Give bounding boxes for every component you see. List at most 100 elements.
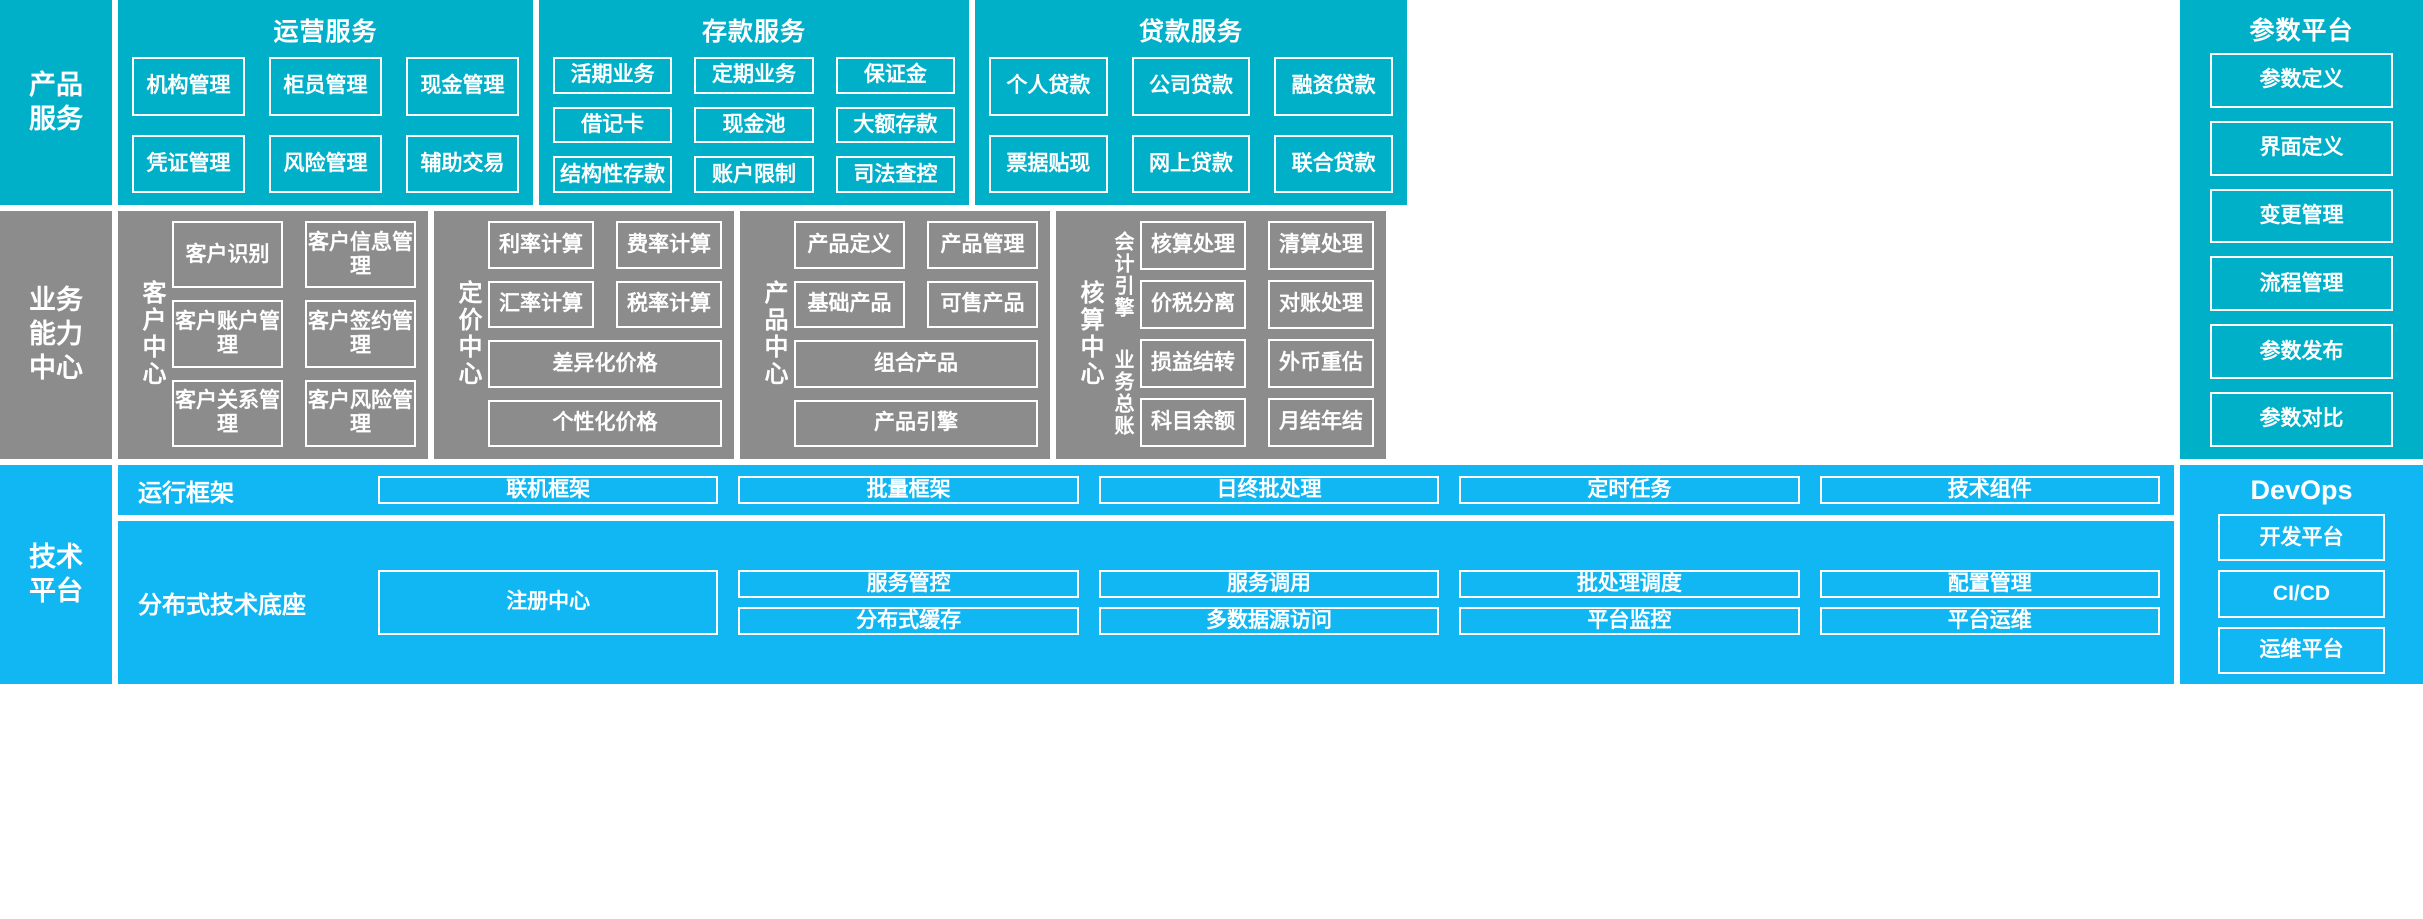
group-title-parameter-platform: 参数平台 xyxy=(2249,17,2354,45)
group-loan-services: 贷款服务 个人贷款 公司贷款 融资贷款 票据贴现 网上贷款 联合贷款 xyxy=(975,0,1407,205)
parameter-tile[interactable]: 参数对比 xyxy=(2210,392,2393,447)
service-tile[interactable]: 保证金 xyxy=(835,57,955,94)
service-tile[interactable]: 活期业务 xyxy=(553,57,673,94)
tech-tile[interactable]: 多数据源访问 xyxy=(1098,607,1440,636)
capability-tile[interactable]: 产品引擎 xyxy=(794,399,1038,447)
technology-platform-row: 技术 平台 运行框架 联机框架 批量框架 日终批处理 定时任务 技术组件 分布式… xyxy=(0,465,2423,684)
service-tile[interactable]: 融资贷款 xyxy=(1274,57,1393,116)
group-title-deposit-services: 存款服务 xyxy=(701,18,806,46)
group-operation-services: 运营服务 机构管理 柜员管理 现金管理 凭证管理 风险管理 辅助交易 xyxy=(118,0,533,205)
capability-tile[interactable]: 客户签约管理 xyxy=(305,300,416,368)
parameter-tile[interactable]: 参数发布 xyxy=(2210,324,2393,380)
group-deposit-services: 存款服务 活期业务 定期业务 保证金 借记卡 现金池 大额存款 结构性存款 账户… xyxy=(539,0,969,205)
tech-tile[interactable]: 定时任务 xyxy=(1459,475,1800,505)
operation-services-grid: 机构管理 柜员管理 现金管理 凭证管理 风险管理 辅助交易 xyxy=(132,57,519,193)
capability-tile[interactable]: 税率计算 xyxy=(616,280,722,328)
service-tile[interactable]: 结构性存款 xyxy=(553,156,673,193)
service-tile[interactable]: 风险管理 xyxy=(269,134,382,193)
devops-tile[interactable]: CI/CD xyxy=(2218,570,2385,618)
customer-center-grid: 客户识别 客户信息管理 客户账户管理 客户签约管理 客户关系管理 客户风险管理 xyxy=(172,221,416,447)
group-title-devops: DevOps xyxy=(2250,475,2353,505)
tech-tile[interactable]: 平台运维 xyxy=(1819,607,2160,636)
tech-tile[interactable]: 分布式缓存 xyxy=(738,607,1079,636)
service-tile[interactable]: 定期业务 xyxy=(694,57,814,94)
capability-tile[interactable]: 科目余额 xyxy=(1140,398,1246,447)
tech-tile[interactable]: 批量框架 xyxy=(738,475,1079,505)
vertical-label-pricing-center: 定价中心 xyxy=(454,280,481,388)
capability-tile[interactable]: 费率计算 xyxy=(616,221,722,269)
service-tile[interactable]: 柜员管理 xyxy=(269,57,382,116)
service-tile[interactable]: 现金池 xyxy=(694,106,814,144)
service-tile[interactable]: 网上贷款 xyxy=(1131,134,1251,193)
runtime-framework-label: 运行框架 xyxy=(138,479,234,507)
band-label-business-capability: 业务 能力 中心 xyxy=(0,211,112,459)
tech-tile[interactable]: 服务调用 xyxy=(1098,569,1440,598)
service-tile[interactable]: 凭证管理 xyxy=(132,134,245,193)
capability-tile[interactable]: 汇率计算 xyxy=(488,280,594,328)
vertical-label-customer-center: 客户中心 xyxy=(138,280,165,388)
parameter-tile[interactable]: 变更管理 xyxy=(2210,188,2393,244)
service-tile[interactable]: 公司贷款 xyxy=(1131,57,1251,116)
parameter-tile[interactable]: 界面定义 xyxy=(2210,120,2393,176)
capability-tile[interactable]: 基础产品 xyxy=(794,280,905,328)
capability-tile[interactable]: 对账处理 xyxy=(1268,280,1374,329)
parameter-tile[interactable]: 参数定义 xyxy=(2210,53,2393,108)
vertical-label-product-center: 产品中心 xyxy=(760,280,787,388)
tech-tile[interactable]: 平台监控 xyxy=(1459,607,1800,636)
devops-tile[interactable]: 开发平台 xyxy=(2218,514,2385,562)
distributed-foundation-cells: 注册中心 服务管控 服务调用 批处理调度 配置管理 分布式缓存 多数据源访问 平… xyxy=(378,569,2160,636)
tech-tile[interactable]: 联机框架 xyxy=(378,475,719,505)
service-tile[interactable]: 票据贴现 xyxy=(989,134,1108,193)
group-parameter-platform: 参数平台 参数定义 界面定义 变更管理 流程管理 参数发布 参数对比 xyxy=(2180,0,2423,459)
tech-tile[interactable]: 配置管理 xyxy=(1819,569,2160,598)
tech-tile[interactable]: 技术组件 xyxy=(1819,475,2160,505)
runtime-framework-cells: 联机框架 批量框架 日终批处理 定时任务 技术组件 xyxy=(378,475,2160,505)
tech-tile-registry[interactable]: 注册中心 xyxy=(378,569,719,636)
capability-tile[interactable]: 客户识别 xyxy=(172,221,283,289)
parameter-platform-spacer xyxy=(1413,0,1656,205)
tech-tile[interactable]: 日终批处理 xyxy=(1098,475,1440,505)
tech-tile[interactable]: 服务管控 xyxy=(738,569,1079,598)
service-tile[interactable]: 个人贷款 xyxy=(989,57,1108,116)
distributed-foundation-strip: 分布式技术底座 注册中心 服务管控 服务调用 批处理调度 配置管理 分布式缓存 … xyxy=(118,521,2174,684)
capability-tile[interactable]: 利率计算 xyxy=(488,221,594,269)
service-tile[interactable]: 借记卡 xyxy=(553,106,673,144)
accounting-ledger-section: 业务总账 损益结转 外币重估 科目余额 月结年结 xyxy=(1110,339,1374,447)
runtime-framework-strip: 运行框架 联机框架 批量框架 日终批处理 定时任务 技术组件 xyxy=(118,465,2174,515)
tech-tile[interactable]: 批处理调度 xyxy=(1459,569,1800,598)
vertical-label-business-ledger: 业务总账 xyxy=(1111,349,1133,437)
capability-tile[interactable]: 客户账户管理 xyxy=(172,300,283,368)
parameter-tile[interactable]: 流程管理 xyxy=(2210,256,2393,312)
capability-tile[interactable]: 损益结转 xyxy=(1140,339,1246,388)
capability-tile[interactable]: 个性化价格 xyxy=(488,399,722,447)
service-tile[interactable]: 司法查控 xyxy=(835,156,955,193)
group-title-loan-services: 贷款服务 xyxy=(1138,18,1243,46)
capability-tile[interactable]: 外币重估 xyxy=(1268,339,1374,388)
capability-tile[interactable]: 产品定义 xyxy=(794,221,905,269)
product-center-grid: 产品定义 产品管理 基础产品 可售产品 组合产品 产品引擎 xyxy=(794,221,1038,447)
service-tile[interactable]: 大额存款 xyxy=(835,106,955,144)
capability-tile[interactable]: 可售产品 xyxy=(927,280,1038,328)
capability-tile[interactable]: 产品管理 xyxy=(927,221,1038,269)
service-tile[interactable]: 账户限制 xyxy=(694,156,814,193)
capability-tile[interactable]: 月结年结 xyxy=(1268,398,1374,447)
capability-tile[interactable]: 客户信息管理 xyxy=(305,221,416,289)
accounting-center-body: 会计引擎 核算处理 清算处理 价税分离 对账处理 业务总账 损益结转 外币重估 … xyxy=(1110,221,1374,447)
service-tile[interactable]: 机构管理 xyxy=(132,57,245,116)
service-tile[interactable]: 辅助交易 xyxy=(406,134,519,193)
service-tile[interactable]: 现金管理 xyxy=(406,57,519,116)
service-tile[interactable]: 联合贷款 xyxy=(1274,134,1393,193)
capability-tile[interactable]: 组合产品 xyxy=(794,340,1038,388)
capability-tile[interactable]: 核算处理 xyxy=(1140,221,1246,270)
vertical-label-accounting-engine: 会计引擎 xyxy=(1111,231,1133,319)
devops-tile[interactable]: 运维平台 xyxy=(2218,626,2385,674)
capability-tile[interactable]: 价税分离 xyxy=(1140,280,1246,329)
capability-tile[interactable]: 清算处理 xyxy=(1268,221,1374,270)
group-devops: DevOps 开发平台 CI/CD 运维平台 xyxy=(2180,465,2423,684)
loan-services-grid: 个人贷款 公司贷款 融资贷款 票据贴现 网上贷款 联合贷款 xyxy=(989,57,1393,193)
band-label-technology-platform: 技术 平台 xyxy=(0,465,112,684)
capability-tile[interactable]: 差异化价格 xyxy=(488,340,722,388)
capability-tile[interactable]: 客户风险管理 xyxy=(305,379,416,447)
capability-tile[interactable]: 客户关系管理 xyxy=(172,379,283,447)
